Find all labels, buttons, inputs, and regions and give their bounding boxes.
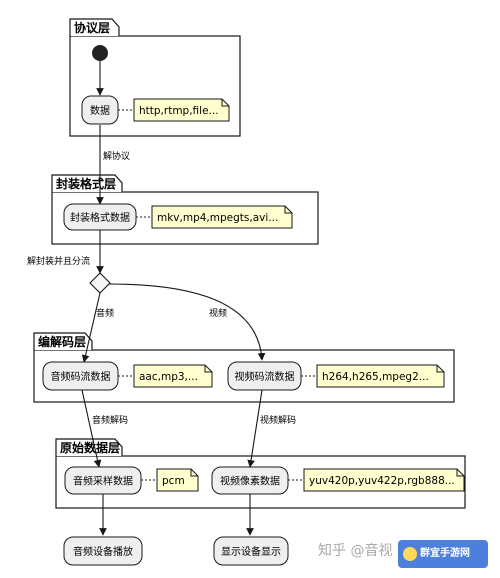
note-protocols: http,rtmp,file... [118,98,230,122]
watermark-badge-text: 群宜手游网 [420,546,470,559]
node-audio-stream-label: 音频码流数据 [51,370,111,383]
lane-protocol-title: 协议层 [74,20,110,35]
note-audio-codecs-text: aac,mp3,... [139,371,198,383]
node-video-stream: 视频码流数据 [227,361,302,391]
note-formats-text: mkv,mp4,mpegts,avi... [157,212,278,224]
watermark-logo-icon [403,547,417,561]
lane-codec-title: 编解码层 [37,334,86,349]
note-video-codecs: h264,h265,mpeg2... [301,364,445,388]
label-deprotocol: 解协议 [103,150,130,162]
label-audio-decode: 音频解码 [92,414,128,426]
note-audio-codecs: aac,mp3,... [118,364,213,388]
note-video-raw-text: yuv420p,yuv422p,rgb888... [309,475,455,487]
node-video-display-label: 显示设备显示 [221,545,281,558]
label-demux: 解封装并且分流 [27,255,90,267]
label-video-decode: 视频解码 [260,414,296,426]
note-protocols-text: http,rtmp,file... [139,105,219,117]
watermark: 知乎 @音视 群宜手游网 [318,540,488,568]
lane-raw-title: 原始数据层 [60,440,120,455]
edge-audio-decode [81,389,102,468]
node-audio-play-label: 音频设备播放 [73,545,133,558]
note-video-codecs-text: h264,h265,mpeg2... [322,371,429,383]
lane-container-title: 封装格式层 [56,176,116,191]
edge-video-branch [108,283,266,361]
branch-diamond [89,272,111,294]
label-audio: 音频 [96,307,114,319]
node-audio-sample: 音频采样数据 [64,466,142,495]
edge-audio-branch [81,292,101,363]
start-node [92,45,108,61]
watermark-text: 知乎 @音视 [318,542,392,559]
node-container-data-label: 封装格式数据 [70,211,130,224]
watermark-badge [398,540,488,568]
node-video-stream-label: 视频码流数据 [235,370,295,383]
edges [81,61,266,536]
node-audio-sample-label: 音频采样数据 [73,475,133,488]
node-audio-play: 音频设备播放 [63,536,143,566]
node-audio-stream: 音频码流数据 [42,361,119,391]
node-data-label: 数据 [90,104,110,117]
note-formats: mkv,mp4,mpegts,avi... [136,205,293,229]
note-audio-raw: pcm [141,468,199,492]
note-video-raw: yuv420p,yuv422p,rgb888... [288,468,465,492]
node-video-pixel-label: 视频像素数据 [220,475,280,488]
edge-video-decode [247,389,263,468]
node-data: 数据 [81,95,119,125]
node-video-display: 显示设备显示 [213,536,289,566]
note-audio-raw-text: pcm [162,475,185,487]
node-container-data: 封装格式数据 [63,203,137,231]
node-video-pixel: 视频像素数据 [211,466,289,495]
label-video: 视频 [209,307,227,319]
